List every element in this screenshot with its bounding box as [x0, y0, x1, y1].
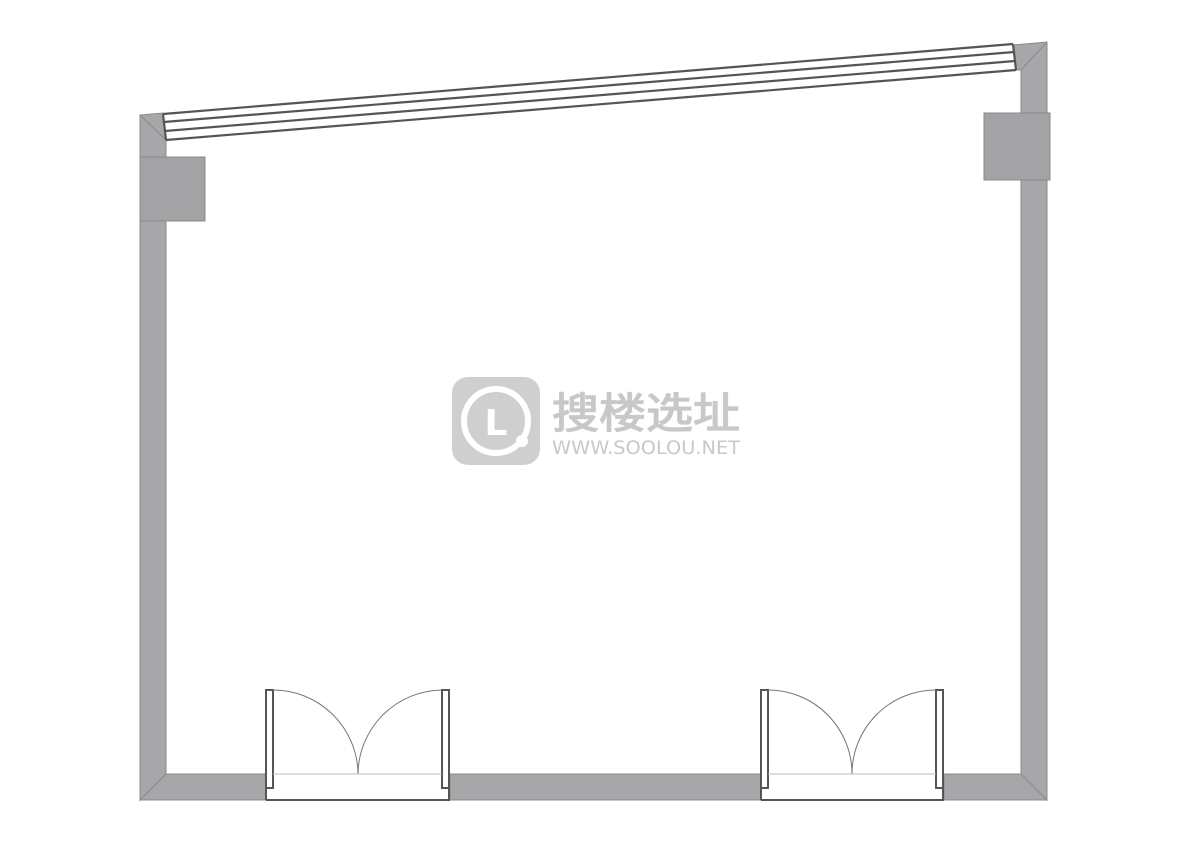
column-left [139, 156, 206, 222]
watermark-brand: 搜楼选址 [552, 389, 740, 438]
watermark-logo-letter: L [485, 403, 508, 444]
double-door-right [760, 689, 944, 801]
watermark-url: WWW.SOOLOU.NET [552, 437, 740, 459]
watermark: L 搜楼选址 WWW.SOOLOU.NET [452, 377, 740, 465]
column-right [983, 112, 1051, 181]
window [161, 42, 1018, 142]
left-wall [139, 112, 167, 802]
bottom-wall-middle [449, 773, 762, 801]
double-door-left [265, 689, 450, 801]
